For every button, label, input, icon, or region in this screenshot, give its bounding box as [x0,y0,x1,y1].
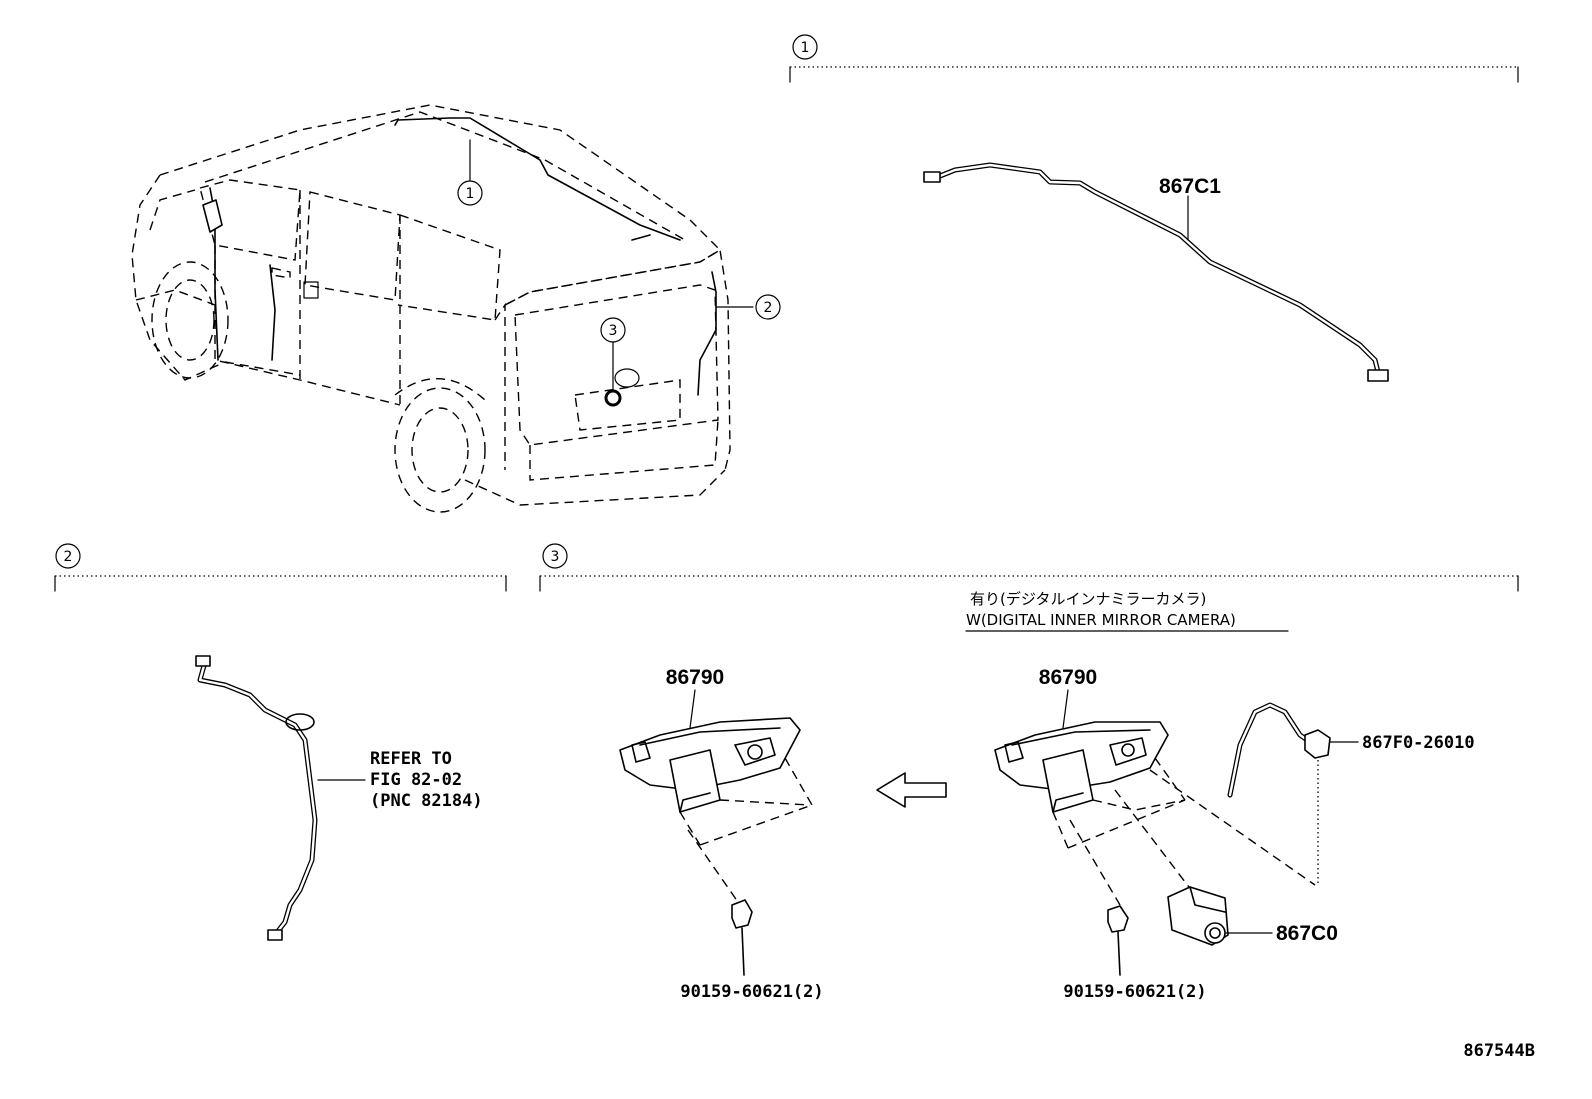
section-3: 3 有り(デジタルインナミラーカメラ) W(DIGITAL INNER MIRR… [539,543,1519,1002]
variant-caption-en: W(DIGITAL INNER MIRROR CAMERA) [966,611,1236,629]
svg-text:3: 3 [609,323,618,339]
svg-text:2: 2 [64,549,73,565]
svg-text:REFER TO: REFER TO [370,749,452,769]
svg-text:1: 1 [466,186,475,202]
svg-text:1: 1 [801,40,810,56]
diagram-code: 867544B [1463,1041,1535,1061]
section-2: 2 REFER TO FIG 82-02 (PNC 82184) [54,543,507,941]
section-2-number: 2 [55,543,81,569]
part-label-86790-right[interactable]: 86790 [1039,666,1097,689]
callout-2[interactable]: 2 [755,294,781,320]
section-3-number: 3 [542,543,568,569]
svg-text:2: 2 [764,300,773,316]
callout-1[interactable]: 1 [457,180,483,206]
part-label-screw-right[interactable]: 90159-60621(2) [1063,982,1206,1002]
section-1: 1 867C1 [789,34,1519,382]
harness-rear-door[interactable] [195,655,318,941]
refer-note[interactable]: REFER TO FIG 82-02 (PNC 82184) [370,749,483,811]
svg-text:(PNC 82184): (PNC 82184) [370,791,483,811]
harness-867c1[interactable] [923,162,1389,382]
replace-arrow [876,772,947,808]
callout-3[interactable]: 3 [600,317,626,343]
part-label-867c1[interactable]: 867C1 [1159,175,1221,198]
part-label-867c0[interactable]: 867C0 [1276,922,1338,945]
van-illustration [131,104,754,513]
part-label-86790-left[interactable]: 86790 [666,666,724,689]
svg-text:3: 3 [551,549,560,565]
left-assembly[interactable]: 86790 90159-60621(2) [619,666,824,1002]
section-1-number: 1 [792,34,818,60]
right-assembly[interactable]: 86790 867F0-26010 [994,666,1475,1002]
part-label-867f0-26010[interactable]: 867F0-26010 [1362,733,1475,753]
svg-text:FIG 82-02: FIG 82-02 [370,770,462,790]
part-label-screw-left[interactable]: 90159-60621(2) [680,982,823,1002]
variant-caption-jp: 有り(デジタルインナミラーカメラ) [970,590,1206,608]
